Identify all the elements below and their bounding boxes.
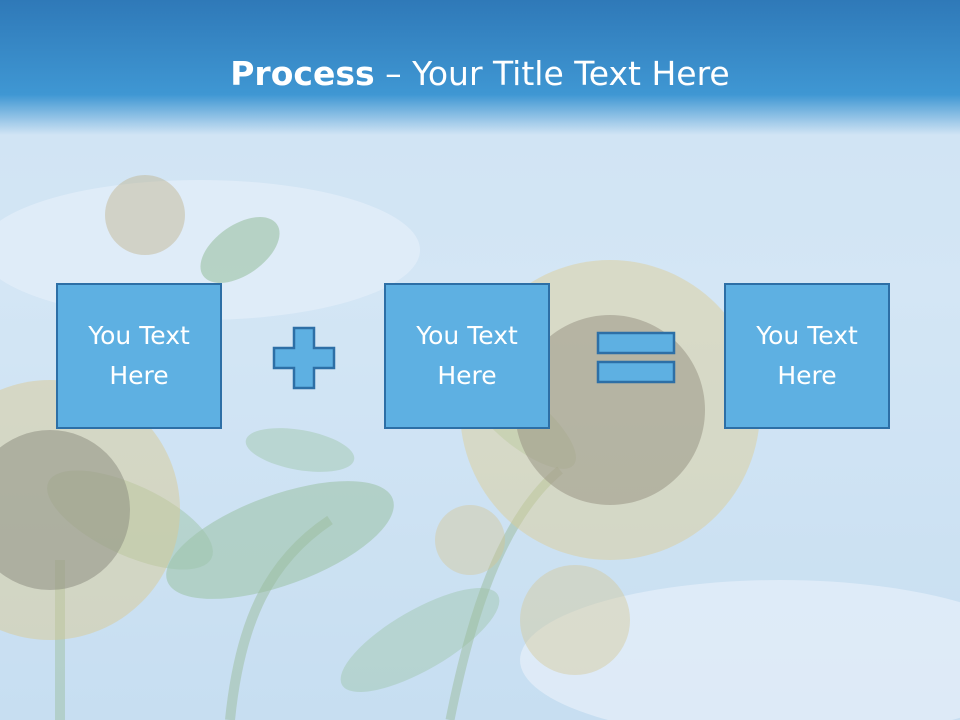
process-box-2-text: You Text Here [416, 321, 518, 390]
title-band [0, 0, 960, 135]
process-box-1[interactable]: You Text Here [56, 283, 222, 429]
equals-icon [596, 331, 676, 384]
plus-icon [272, 326, 336, 390]
title-bold-text: Process [230, 54, 375, 93]
slide-title: Process – Your Title Text Here [0, 52, 960, 96]
process-box-2[interactable]: You Text Here [384, 283, 550, 429]
process-box-1-text: You Text Here [88, 321, 190, 390]
title-rest-text: – Your Title Text Here [374, 54, 730, 93]
process-box-3-text: You Text Here [756, 321, 858, 390]
process-box-3[interactable]: You Text Here [724, 283, 890, 429]
